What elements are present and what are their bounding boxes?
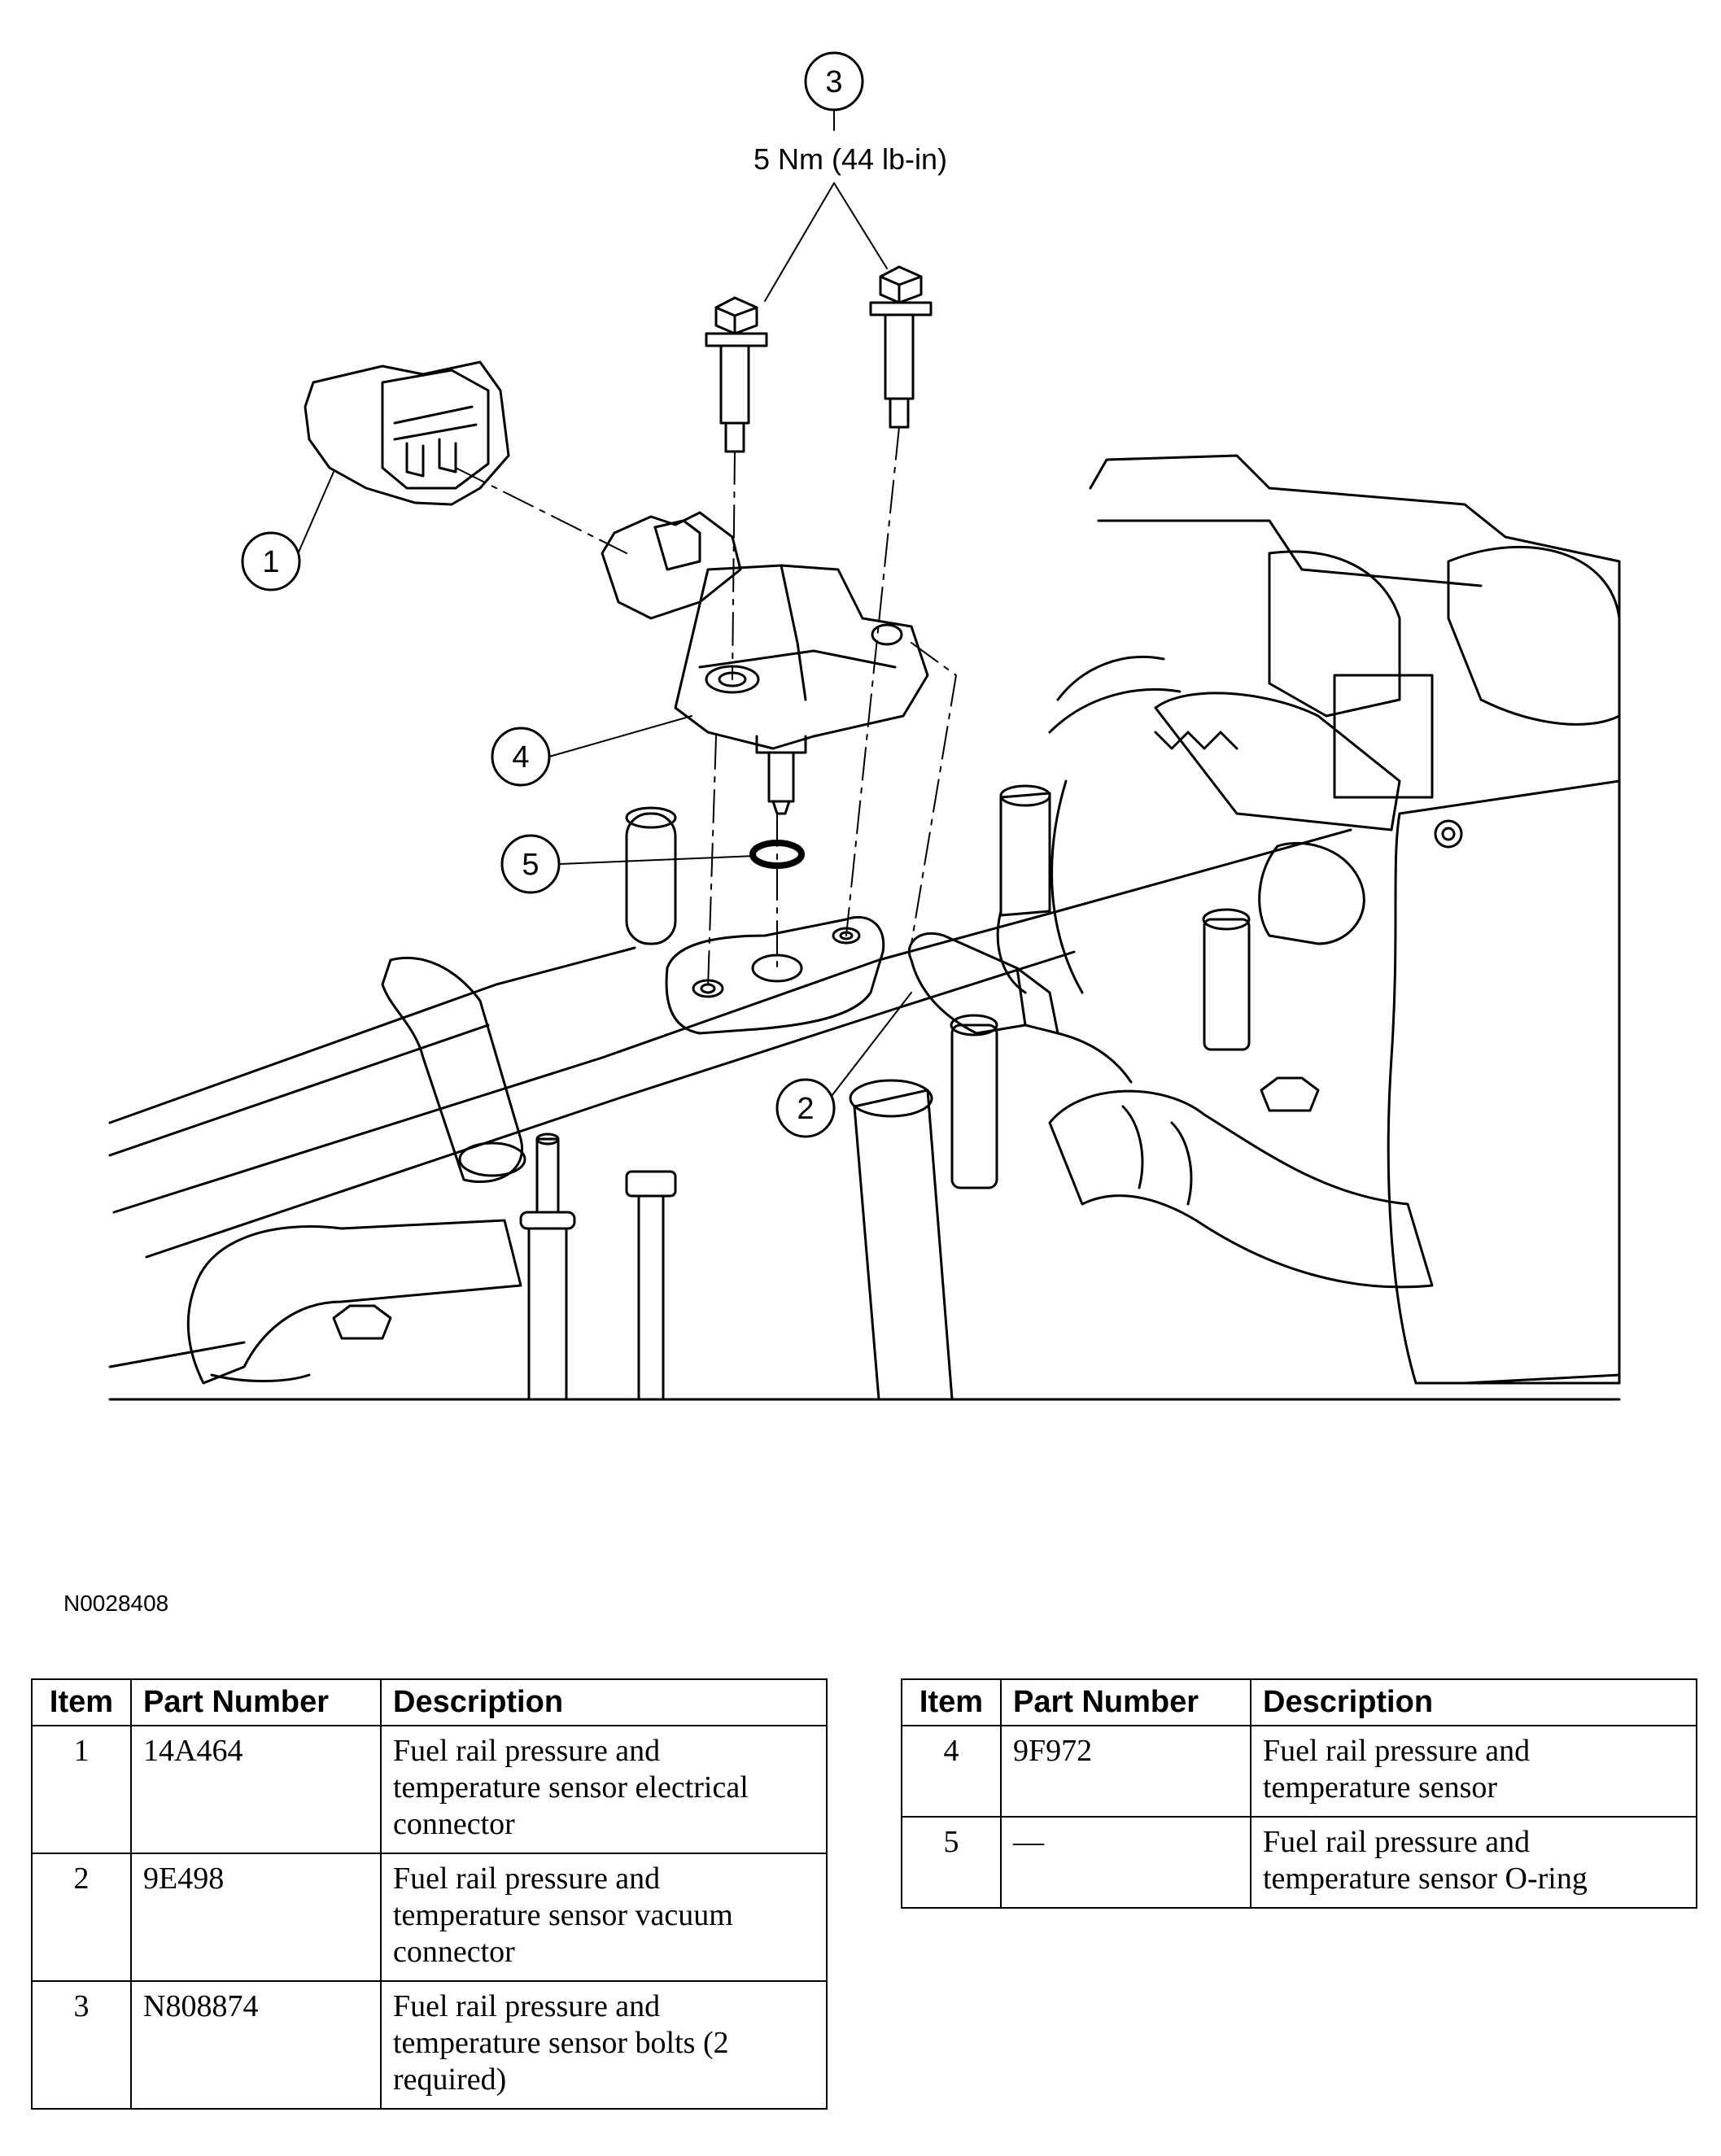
part-description: Fuel rail pressure and temperature senso… — [1250, 1816, 1697, 1909]
sensor-bolt-left — [705, 296, 768, 453]
callout-1-number: 1 — [262, 545, 279, 579]
part-number: N808874 — [130, 1980, 382, 2110]
parts-table-left: Item Part Number Description 1 14A464 Fu… — [31, 1678, 828, 2110]
table-header-row: Item Part Number Description — [901, 1678, 1697, 1726]
torque-spec: 5 Nm (44 lb-in) — [753, 142, 947, 176]
part-description: Fuel rail pressure and temperature senso… — [380, 1980, 828, 2110]
table-header-row: Item Part Number Description — [31, 1678, 828, 1726]
engine-background — [108, 454, 1621, 1401]
header-item: Item — [901, 1678, 1002, 1726]
header-part-number: Part Number — [130, 1678, 382, 1726]
pressure-temperature-sensor-4 — [601, 511, 929, 815]
item-number: 3 — [31, 1980, 132, 2110]
callout-3-number: 3 — [825, 65, 842, 99]
table-row: 5 — Fuel rail pressure and temperature s… — [901, 1816, 1697, 1909]
header-part-number: Part Number — [1000, 1678, 1251, 1726]
callout-5-number: 5 — [522, 848, 539, 882]
figure-id: N0028408 — [63, 1591, 169, 1616]
sensor-mounting-flange — [665, 915, 885, 1035]
header-description: Description — [1250, 1678, 1697, 1726]
item-number: 4 — [901, 1725, 1002, 1818]
item-number: 5 — [901, 1816, 1002, 1909]
part-number: 9F972 — [1000, 1725, 1251, 1818]
part-number: 9E498 — [130, 1853, 382, 1982]
part-description: Fuel rail pressure and temperature senso… — [380, 1725, 828, 1854]
callout-2: 2 — [775, 1078, 836, 1138]
part-description: Fuel rail pressure and temperature senso… — [1250, 1725, 1697, 1818]
table-row: 4 9F972 Fuel rail pressure and temperatu… — [901, 1725, 1697, 1818]
exploded-view-illustration: 1 2 3 4 5 5 Nm (44 lb-in) — [108, 51, 1621, 1401]
table-row: 3 N808874 Fuel rail pressure and tempera… — [31, 1980, 828, 2110]
header-item: Item — [31, 1678, 132, 1726]
header-description: Description — [380, 1678, 828, 1726]
part-number: 14A464 — [130, 1725, 382, 1854]
table-row: 2 9E498 Fuel rail pressure and temperatu… — [31, 1853, 828, 1982]
part-description: Fuel rail pressure and temperature senso… — [380, 1853, 828, 1982]
table-row: 1 14A464 Fuel rail pressure and temperat… — [31, 1725, 828, 1854]
vacuum-connector-2 — [907, 932, 1133, 1084]
item-number: 1 — [31, 1725, 132, 1854]
callout-3: 3 — [804, 51, 864, 111]
callout-4-number: 4 — [512, 740, 529, 775]
callout-4: 4 — [491, 727, 551, 787]
leader-lines — [294, 109, 912, 1107]
parts-table-right: Item Part Number Description 4 9F972 Fue… — [901, 1678, 1697, 1909]
assembly-lines — [455, 426, 957, 989]
callout-5: 5 — [500, 834, 561, 894]
callout-2-number: 2 — [797, 1092, 814, 1126]
callout-1: 1 — [241, 531, 301, 591]
item-number: 2 — [31, 1853, 132, 1982]
electrical-connector-1 — [304, 360, 510, 506]
part-number: — — [1000, 1816, 1251, 1909]
sensor-bolt-right — [869, 265, 933, 429]
